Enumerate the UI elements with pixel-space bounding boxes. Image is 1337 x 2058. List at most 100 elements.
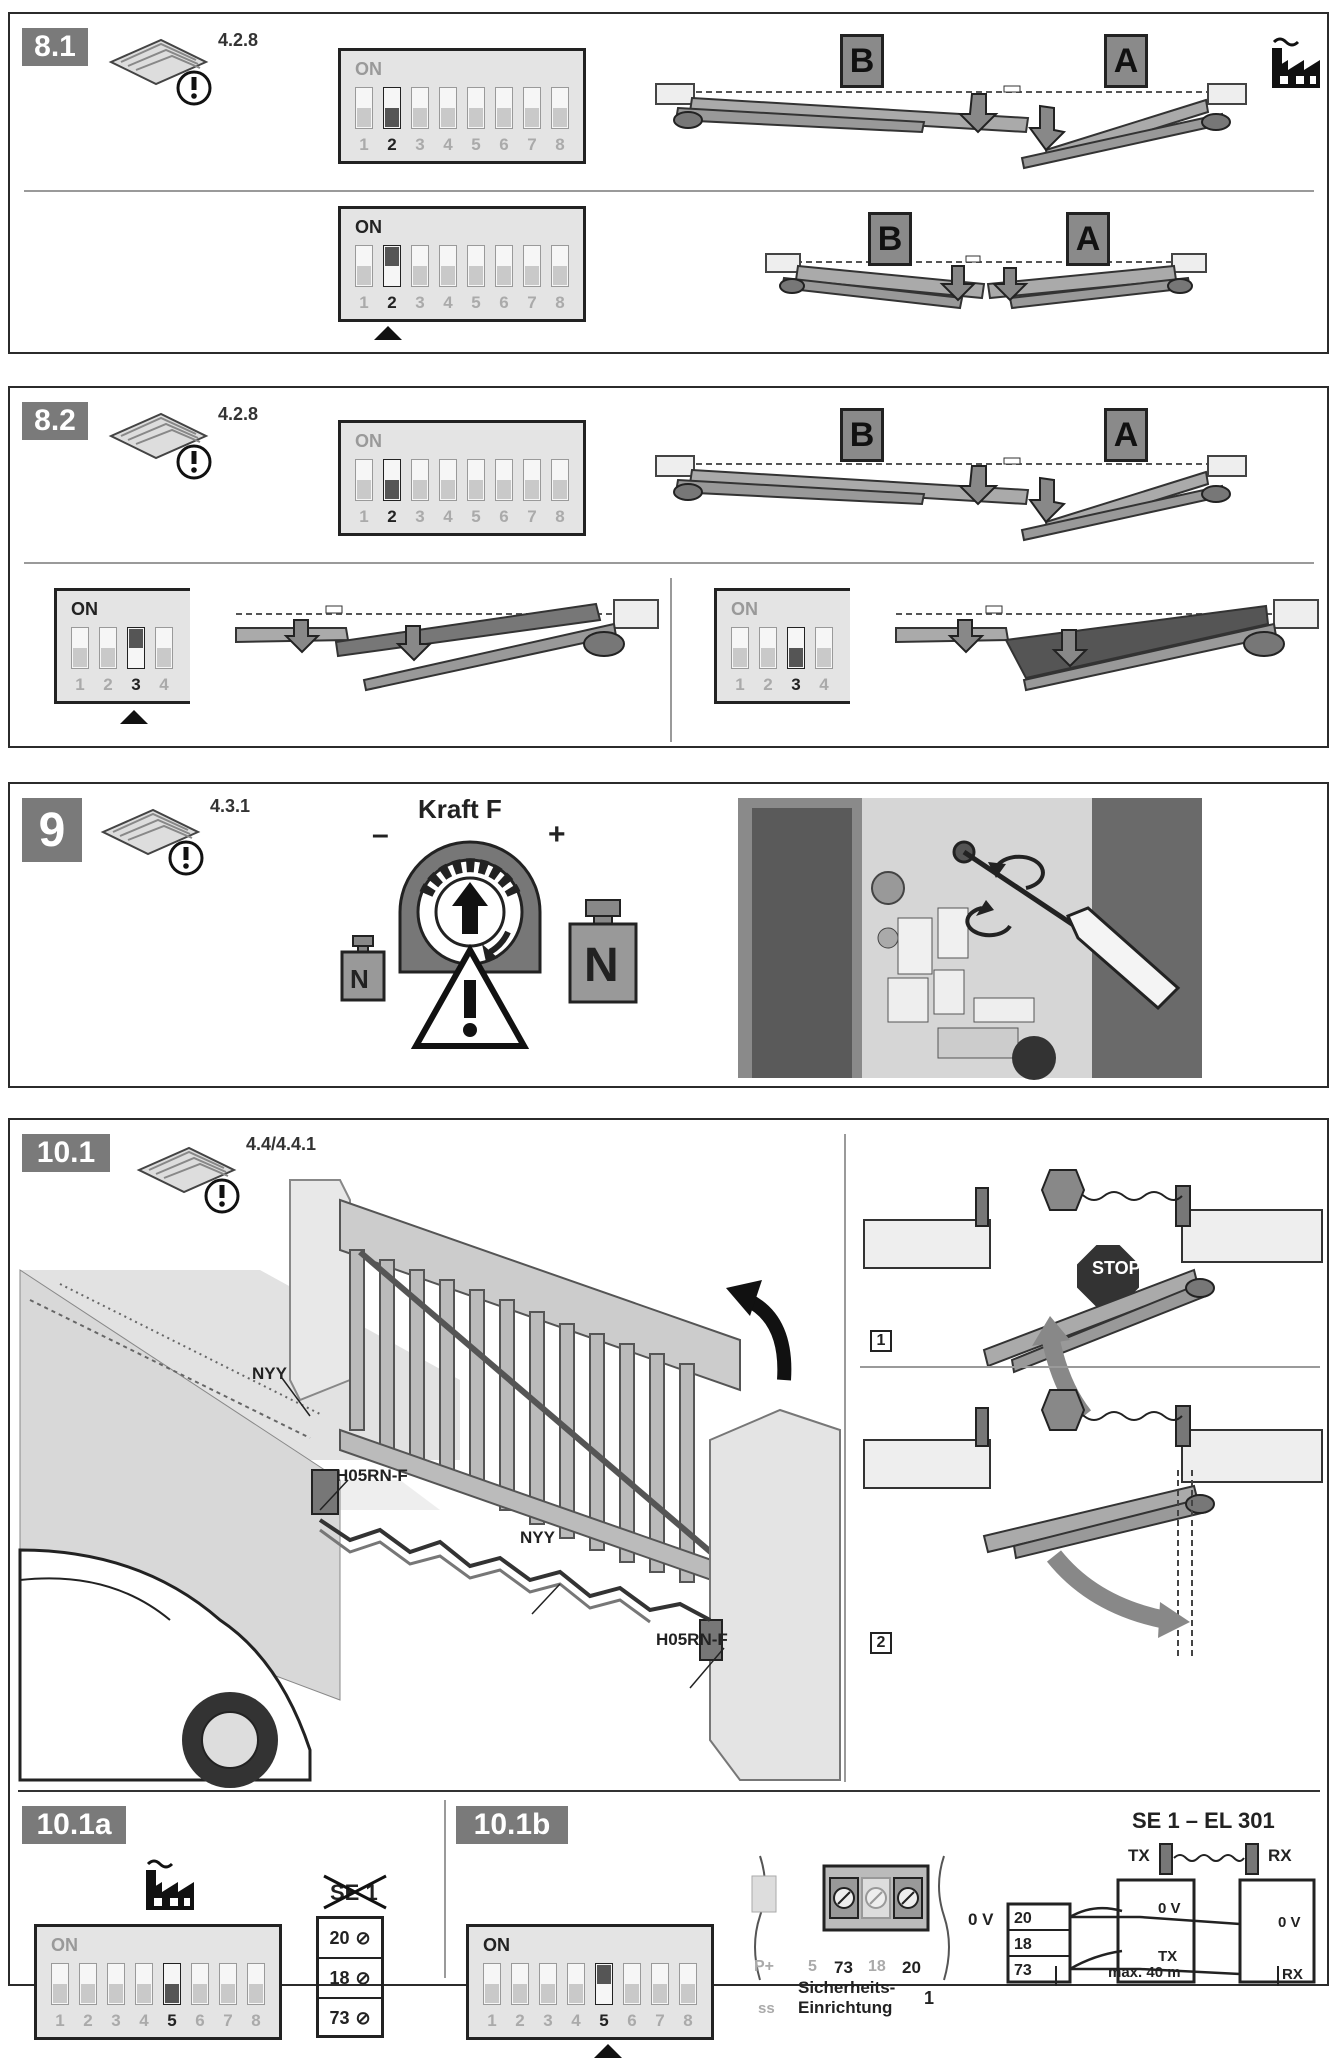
section-label-9: 9	[22, 798, 82, 862]
dip-number: 4	[443, 507, 453, 526]
safety-device-label: Sicherheits-	[798, 1978, 896, 1997]
factory-icon	[1272, 37, 1320, 88]
cable-label-nyy: NYY	[520, 1528, 555, 1547]
divider	[860, 1366, 1320, 1368]
dip-number: 2	[83, 2011, 93, 2030]
selection-arrow-icon	[120, 710, 148, 724]
wiring-terminal-number: 18	[1014, 1936, 1032, 1953]
dip-toggle	[219, 1963, 237, 2005]
dip-toggle	[467, 87, 485, 129]
dip-toggle	[483, 1963, 501, 2005]
dip-number-active: 2	[387, 293, 397, 312]
dip-number: 4	[443, 293, 453, 312]
dip-toggle	[411, 87, 429, 129]
gate-label-b: B	[868, 212, 912, 266]
device-title: SE 1 – EL 301	[1132, 1808, 1275, 1833]
dip-number: 4	[443, 135, 453, 154]
dip-switch-8-2-c: ON 1 2 3 4	[714, 588, 850, 704]
wiring-diagram	[1006, 1843, 1316, 1984]
dip-number: 6	[195, 2011, 205, 2030]
manual-icon	[108, 38, 212, 106]
selection-arrow-icon	[374, 326, 402, 340]
dip-switch-8-2-b: ON 1 2 3 4	[54, 588, 190, 704]
dip-switch-10-1b: ON 1 2 3 4 5 6 7 8	[466, 1924, 714, 2040]
terminal-row: 20⊘	[319, 1919, 381, 1959]
dip-toggle-active	[383, 459, 401, 501]
dip-number: 8	[251, 2011, 261, 2030]
dip-number: 1	[735, 675, 745, 694]
dip-toggle	[439, 87, 457, 129]
gate-leaves-diagram	[655, 83, 1247, 170]
dip-number-active: 3	[131, 675, 141, 694]
dip-number: 1	[359, 507, 369, 526]
manual-ref: 4.2.8	[218, 30, 259, 50]
manual-icon	[136, 1146, 240, 1214]
strip-terminal-number: 73	[834, 1958, 853, 1977]
panel-10-1: 10.1 4.4/4.4.1	[8, 1118, 1329, 2058]
step-number: 2	[870, 1632, 892, 1654]
dip-toggle	[567, 1963, 585, 2005]
force-plus: +	[548, 818, 566, 851]
dip-toggle	[467, 245, 485, 287]
dip-number: 1	[487, 2011, 497, 2030]
divider	[844, 1134, 846, 1782]
dip-on-label: ON	[51, 1935, 78, 1955]
dip-number: 4	[819, 675, 829, 694]
dip-number: 7	[527, 507, 537, 526]
dip-toggle	[815, 627, 833, 669]
dip-number: 3	[111, 2011, 121, 2030]
section-label-10-1b: 10.1b	[456, 1806, 568, 1844]
dip-toggle	[107, 1963, 125, 2005]
section-label-10-1a: 10.1a	[22, 1806, 126, 1844]
dip-number: 1	[55, 2011, 65, 2030]
tx-label: TX	[1128, 1846, 1150, 1865]
section-label-10-1: 10.1	[22, 1134, 110, 1172]
dip-toggle	[99, 627, 117, 669]
screw-icon: ⊘	[355, 1927, 371, 1948]
dip-number-active: 2	[387, 507, 397, 526]
force-minus: –	[372, 818, 389, 851]
dip-toggle	[511, 1963, 529, 2005]
rx-pin-label: 0 V	[1278, 1914, 1301, 1931]
selection-arrow-icon	[594, 2044, 622, 2058]
step-number: 1	[870, 1330, 892, 1352]
gate-label-a: A	[1104, 408, 1148, 462]
gate-label-b: B	[840, 34, 884, 88]
terminal-number: 20	[329, 1927, 350, 1948]
dip-number: 7	[655, 2011, 665, 2030]
screw-icon: ⊘	[355, 2007, 371, 2028]
crossed-out-icon	[323, 1874, 387, 1910]
terminal-row: 73⊘	[319, 1999, 381, 2037]
dip-toggle	[651, 1963, 669, 2005]
dip-number: 8	[555, 135, 565, 154]
gate-installation-scene	[18, 1179, 841, 1788]
dip-number-active: 3	[791, 675, 801, 694]
dip-toggle	[551, 459, 569, 501]
panel-8-2: 8.2 4.2.8 ON 1 2 3 4 5 6 7 8	[8, 386, 1329, 748]
dip-toggle	[247, 1963, 265, 2005]
dip-number: 6	[499, 293, 509, 312]
terminal-block-10-1a: 20⊘ 18⊘ 73⊘	[316, 1916, 384, 2038]
force-dial-icon	[398, 840, 542, 974]
dip-on-label: ON	[355, 59, 382, 79]
dip-number: 2	[763, 675, 773, 694]
dip-on-label: ON	[483, 1935, 510, 1955]
dip-number: 1	[359, 293, 369, 312]
wiring-terminal-number: 20	[1014, 1910, 1032, 1927]
factory-icon	[146, 1859, 194, 1910]
gate-leaves-diagram	[655, 455, 1247, 542]
dip-toggle	[539, 1963, 557, 2005]
wiring-terminal-number: 73	[1014, 1962, 1032, 1979]
dip-toggle	[51, 1963, 69, 2005]
divider	[24, 562, 1314, 564]
dip-toggle	[191, 1963, 209, 2005]
dip-toggle	[551, 245, 569, 287]
strip-terminal-number: 18	[868, 1958, 886, 1975]
dip-number: 4	[139, 2011, 149, 2030]
dip-on-label: ON	[731, 599, 758, 619]
dip-on-label: ON	[71, 599, 98, 619]
dip-number-active: 5	[167, 2011, 177, 2030]
dip-number: 3	[415, 135, 425, 154]
dip-toggle	[679, 1963, 697, 2005]
section-label-8-1: 8.1	[22, 28, 88, 66]
